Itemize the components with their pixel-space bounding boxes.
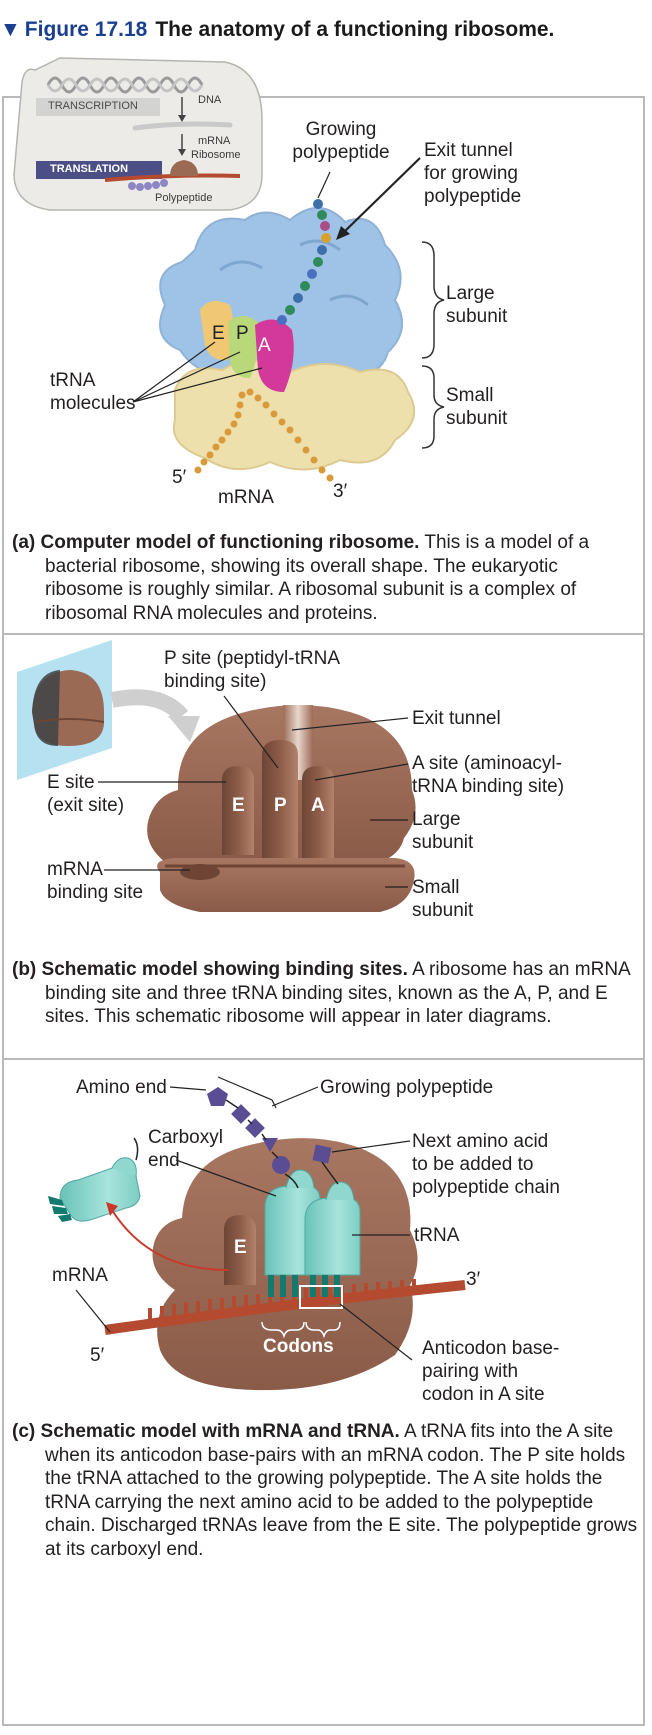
site-p-letter-b: P bbox=[274, 795, 287, 816]
mrna-label-a: mRNA bbox=[218, 487, 274, 508]
site-e-label-a: E bbox=[212, 323, 225, 344]
a-site-label: A site (aminoacyl-tRNA binding site) bbox=[412, 753, 565, 797]
inset-mrna-label: mRNA bbox=[198, 135, 231, 147]
e-site-slot bbox=[222, 766, 254, 855]
growing-polypeptide-label-c: Growing polypeptide bbox=[320, 1077, 494, 1098]
mrna-beads bbox=[194, 388, 334, 482]
site-a-label-a: A bbox=[258, 335, 271, 356]
trna-a-site bbox=[304, 1197, 361, 1276]
panel-c-schematic bbox=[48, 1076, 466, 1391]
figure-number: Figure 17.18 bbox=[24, 18, 148, 41]
three-prime-label-c: 3′ bbox=[466, 1269, 481, 1290]
five-prime-label-c: 5′ bbox=[90, 1345, 105, 1366]
p-site-slot bbox=[262, 740, 298, 860]
panel-divider-bc bbox=[2, 1058, 645, 1060]
codon-brace-1 bbox=[261, 1321, 305, 1339]
triangle-icon: ▼ bbox=[0, 18, 21, 41]
site-p-label-a: P bbox=[236, 323, 249, 344]
mrna-binding-groove bbox=[180, 864, 220, 880]
small-subunit-brace bbox=[421, 365, 445, 449]
caption-c: (c) Schematic model with mRNA and tRNA. … bbox=[12, 1421, 638, 1560]
amino-end-label: Amino end bbox=[76, 1077, 167, 1098]
inset-ribosome bbox=[170, 160, 198, 176]
inset-mrna bbox=[132, 121, 233, 131]
trna-label-c: tRNA bbox=[414, 1225, 460, 1246]
mrna-label-c: mRNA bbox=[52, 1265, 108, 1286]
site-a-letter-b: A bbox=[311, 795, 325, 816]
codons-label: Codons bbox=[263, 1336, 334, 1357]
figure-frame bbox=[2, 96, 645, 1726]
trna-p-model bbox=[228, 316, 259, 378]
figure-title: The anatomy of a functioning ribosome. bbox=[155, 18, 555, 41]
translation-tag bbox=[36, 161, 162, 179]
five-prime-label-a: 5′ bbox=[172, 467, 187, 488]
e-site-slot-c bbox=[224, 1215, 256, 1285]
inset-ribosome-label: Ribosome bbox=[191, 149, 241, 161]
anticodon-box bbox=[299, 1285, 343, 1309]
inset-polypeptide-label: Polypeptide bbox=[155, 192, 213, 204]
caption-a: (a) Computer model of functioning riboso… bbox=[12, 532, 590, 624]
site-e-letter-b: E bbox=[232, 795, 245, 816]
figure-header: ▼Figure 17.18 The anatomy of a functionin… bbox=[0, 18, 652, 42]
trna-e-model bbox=[200, 301, 234, 361]
polypeptide-chain-c bbox=[207, 1087, 339, 1189]
trna-a-model bbox=[255, 319, 294, 392]
mrna-strand-c bbox=[104, 1280, 466, 1335]
panel-a-model bbox=[132, 157, 445, 482]
dna-helix-2 bbox=[46, 77, 204, 93]
a-site-slot bbox=[302, 766, 334, 860]
exit-tunnel-label-b: Exit tunnel bbox=[412, 708, 501, 729]
caption-b: (b) Schematic model showing binding site… bbox=[12, 959, 630, 1027]
polypeptide-model bbox=[277, 199, 331, 325]
exit-arrow bbox=[111, 1209, 229, 1271]
panel-b-schematic bbox=[17, 640, 416, 912]
inset-translation-label: TRANSLATION bbox=[50, 163, 129, 175]
inset-dna-label: DNA bbox=[198, 94, 222, 106]
site-e-letter-c: E bbox=[234, 1237, 247, 1258]
view-arrow bbox=[110, 689, 189, 722]
inset-diagram bbox=[13, 57, 263, 211]
inset-transcription-label: TRANSCRIPTION bbox=[48, 100, 138, 112]
transcription-tag bbox=[36, 98, 160, 116]
small-subunit-schematic bbox=[157, 858, 415, 912]
discharged-trna bbox=[48, 1137, 141, 1222]
large-subunit-brace bbox=[421, 241, 445, 359]
e-site-label: E site(exit site) bbox=[47, 772, 125, 816]
mrna-bases bbox=[148, 1279, 416, 1322]
codon-brace-2 bbox=[305, 1321, 341, 1339]
dna-helix bbox=[46, 76, 204, 94]
three-prime-label-a: 3′ bbox=[333, 481, 348, 502]
panel-divider-ab bbox=[2, 633, 645, 635]
